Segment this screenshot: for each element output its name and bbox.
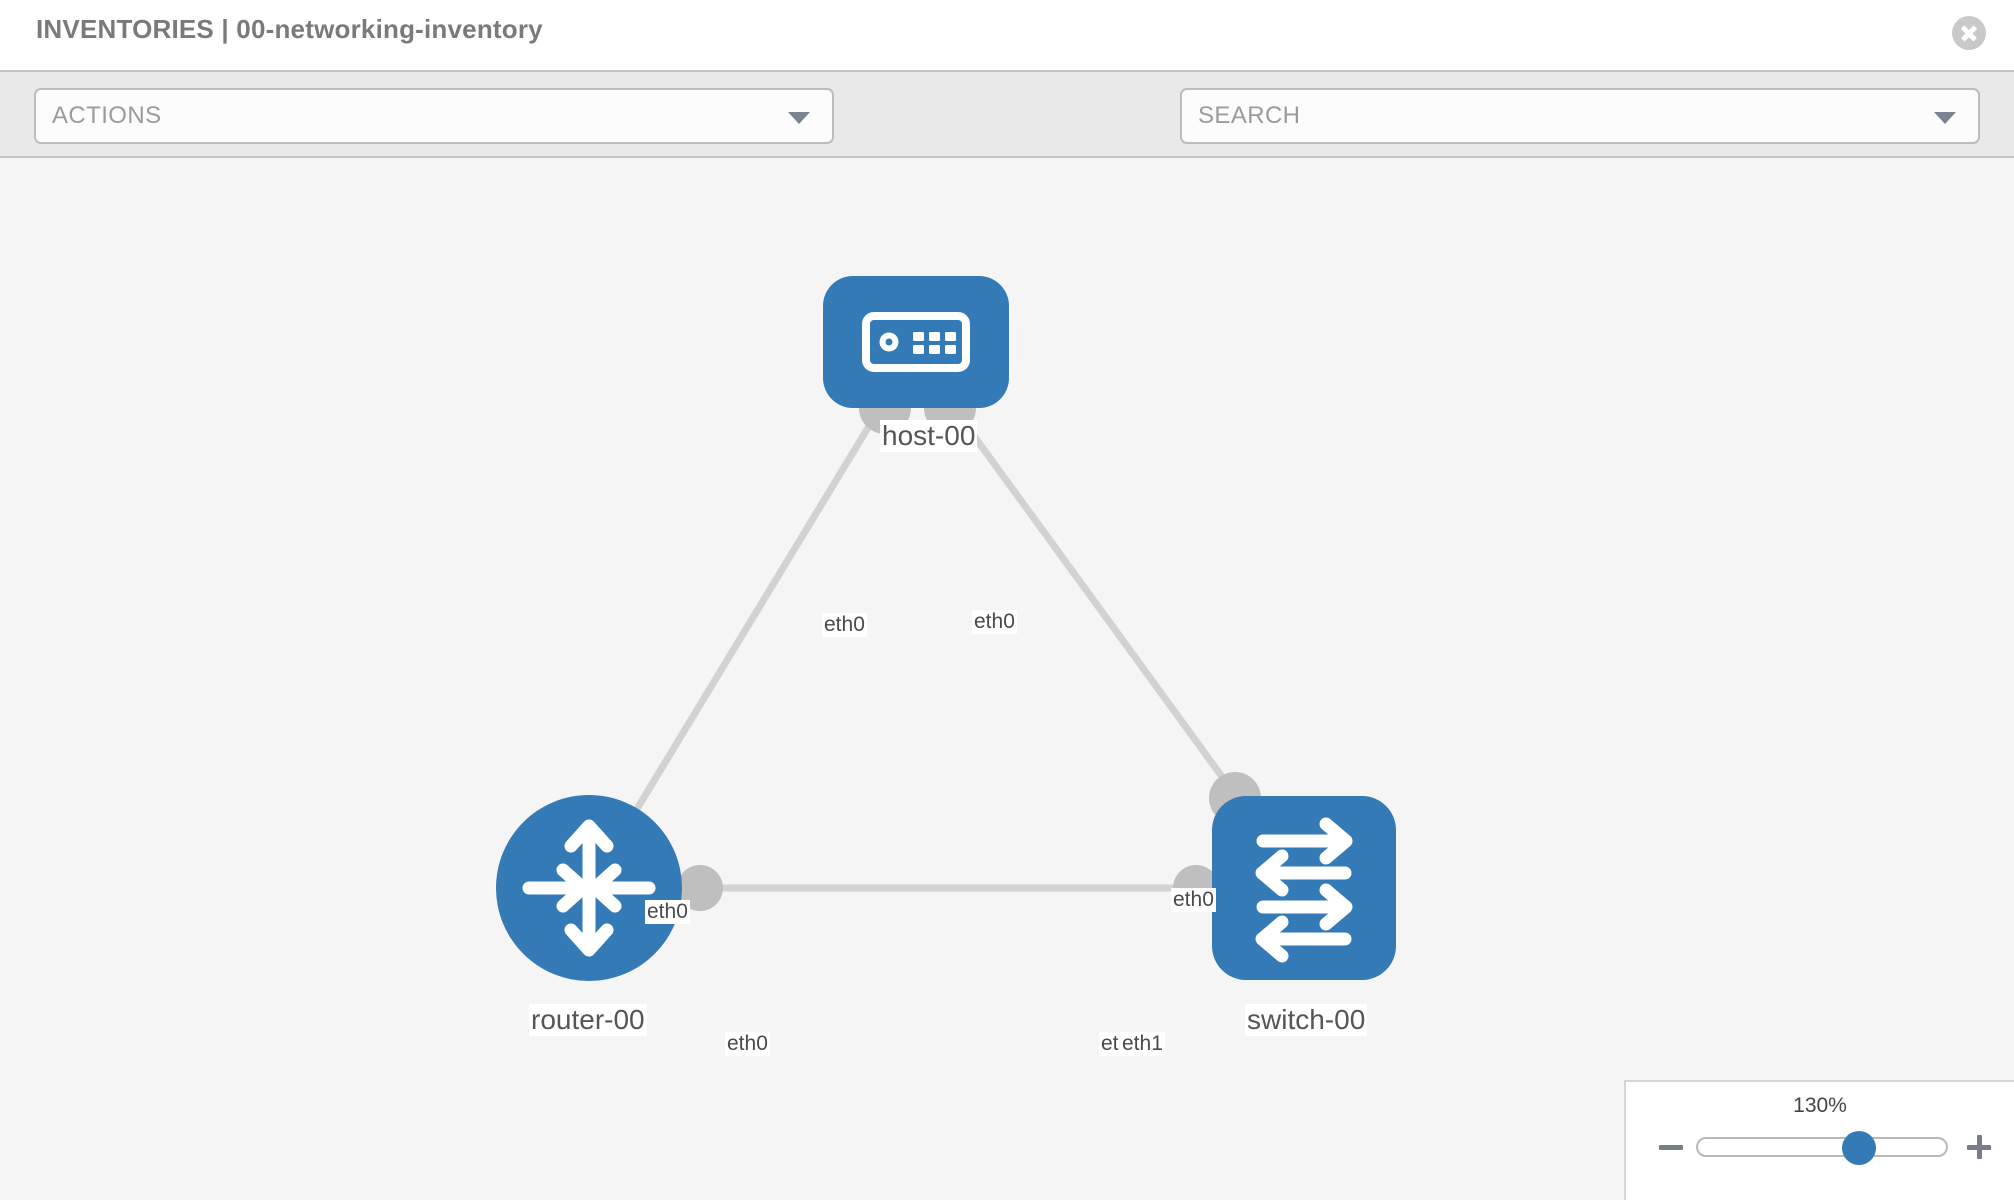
zoom-slider-track[interactable] (1696, 1131, 1948, 1165)
edge-host-router[interactable] (586, 401, 886, 890)
zoom-slider-thumb[interactable] (1842, 1131, 1877, 1165)
node-label-router-00: router-00 (529, 1004, 647, 1037)
zoom-out-button[interactable] (1654, 1130, 1688, 1164)
page-header: INVENTORIES | 00-networking-inventory (0, 0, 2014, 70)
router-arrows-icon (522, 819, 656, 957)
chevron-down-icon (1934, 112, 1956, 124)
zoom-control-panel: 130% (1624, 1080, 2014, 1200)
edge-label: eth0 (725, 1032, 770, 1057)
server-icon (862, 312, 970, 372)
search-input-value: SEARCH (1198, 102, 1301, 129)
server-icon-details (879, 332, 956, 354)
edge-label: eth1 (1120, 1032, 1165, 1057)
zoom-slider-row (1626, 1130, 2014, 1165)
page-title: INVENTORIES | 00-networking-inventory (36, 14, 543, 44)
interface-dot-group (677, 382, 1261, 911)
topology-canvas[interactable]: host-00 router-00 switch-00 eth0 eth0 et… (0, 158, 2014, 1200)
interface-dot-router-right[interactable] (677, 865, 723, 911)
edge-label: eth0 (645, 900, 690, 925)
edge-group (586, 400, 1306, 892)
zoom-level-label: 130% (1793, 1094, 1847, 1117)
close-icon[interactable] (1952, 16, 1986, 50)
actions-dropdown[interactable]: ACTIONS (34, 88, 834, 144)
edge-label: eth0 (1171, 888, 1216, 913)
node-host-00[interactable] (823, 276, 1009, 408)
edge-label: eth0 (822, 613, 867, 638)
chevron-down-icon (788, 112, 810, 124)
node-label-host-00: host-00 (880, 420, 978, 453)
node-label-switch-00: switch-00 (1245, 1004, 1368, 1037)
node-switch-00[interactable] (1212, 796, 1396, 980)
edge-label: eth0 (972, 610, 1017, 635)
search-input[interactable]: SEARCH (1180, 88, 1980, 144)
switch-arrows-icon (1255, 817, 1353, 963)
topology-graph (496, 276, 1396, 981)
node-router-00[interactable] (496, 795, 682, 981)
actions-dropdown-value: ACTIONS (52, 102, 162, 129)
toolbar: ACTIONS SEARCH (0, 70, 2014, 207)
zoom-in-button[interactable] (1962, 1130, 1996, 1164)
